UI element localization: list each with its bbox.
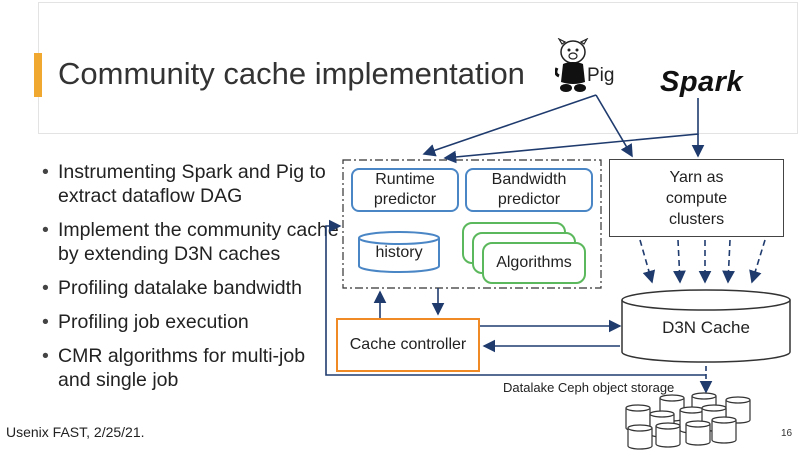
history-label: history — [375, 244, 423, 261]
yarn-d3n-arrow — [673, 239, 686, 284]
title-accent-bar — [34, 53, 42, 97]
d3n-cache-cylinder — [621, 289, 791, 363]
footer-text: Usenix FAST, 2/25/21. — [6, 424, 145, 440]
storage-cluster-icon — [625, 392, 751, 450]
cache-controller-box: Cache controller — [336, 318, 480, 372]
d3n-cache-label: D3N Cache — [662, 318, 750, 337]
yarn-d3n-arrow — [722, 239, 735, 284]
bandwidth-predictor-box: Bandwidth predictor — [465, 168, 593, 212]
spark-logo: Spark — [660, 66, 744, 98]
spark-to-predictors-arrow — [443, 98, 699, 164]
pig-logo: Pig — [555, 38, 627, 100]
bullet-item: Profiling job execution — [42, 310, 342, 334]
datalake-feedback-arrow — [325, 219, 706, 376]
predictor-group-frame — [342, 159, 602, 289]
yarn-compute-box: Yarn as compute clusters — [609, 159, 784, 237]
pig-to-predictors-arrow — [422, 94, 597, 157]
pig-to-yarn-arrow — [595, 94, 633, 158]
bullet-list: Instrumenting Spark and Pig to extract d… — [42, 160, 342, 402]
bullet-item: Instrumenting Spark and Pig to extract d… — [42, 160, 342, 208]
yarn-d3n-arrow — [639, 239, 656, 284]
datalake-label: Datalake Ceph object storage — [503, 380, 675, 395]
history-cylinder — [358, 231, 440, 273]
yarn-d3n-arrow — [749, 239, 766, 284]
page-number: 16 — [781, 428, 793, 439]
bullet-item: CMR algorithms for multi-job and single … — [42, 344, 342, 392]
algorithms-card-front: Algorithms — [482, 242, 586, 284]
bullet-item: Implement the community cache by extendi… — [42, 218, 342, 266]
pig-label: Pig — [587, 65, 615, 86]
pig-icon — [555, 38, 589, 92]
title-panel — [38, 2, 798, 134]
slide-title: Community cache implementation — [58, 56, 525, 91]
runtime-predictor-box: Runtime predictor — [351, 168, 459, 212]
bullet-item: Profiling datalake bandwidth — [42, 276, 342, 300]
